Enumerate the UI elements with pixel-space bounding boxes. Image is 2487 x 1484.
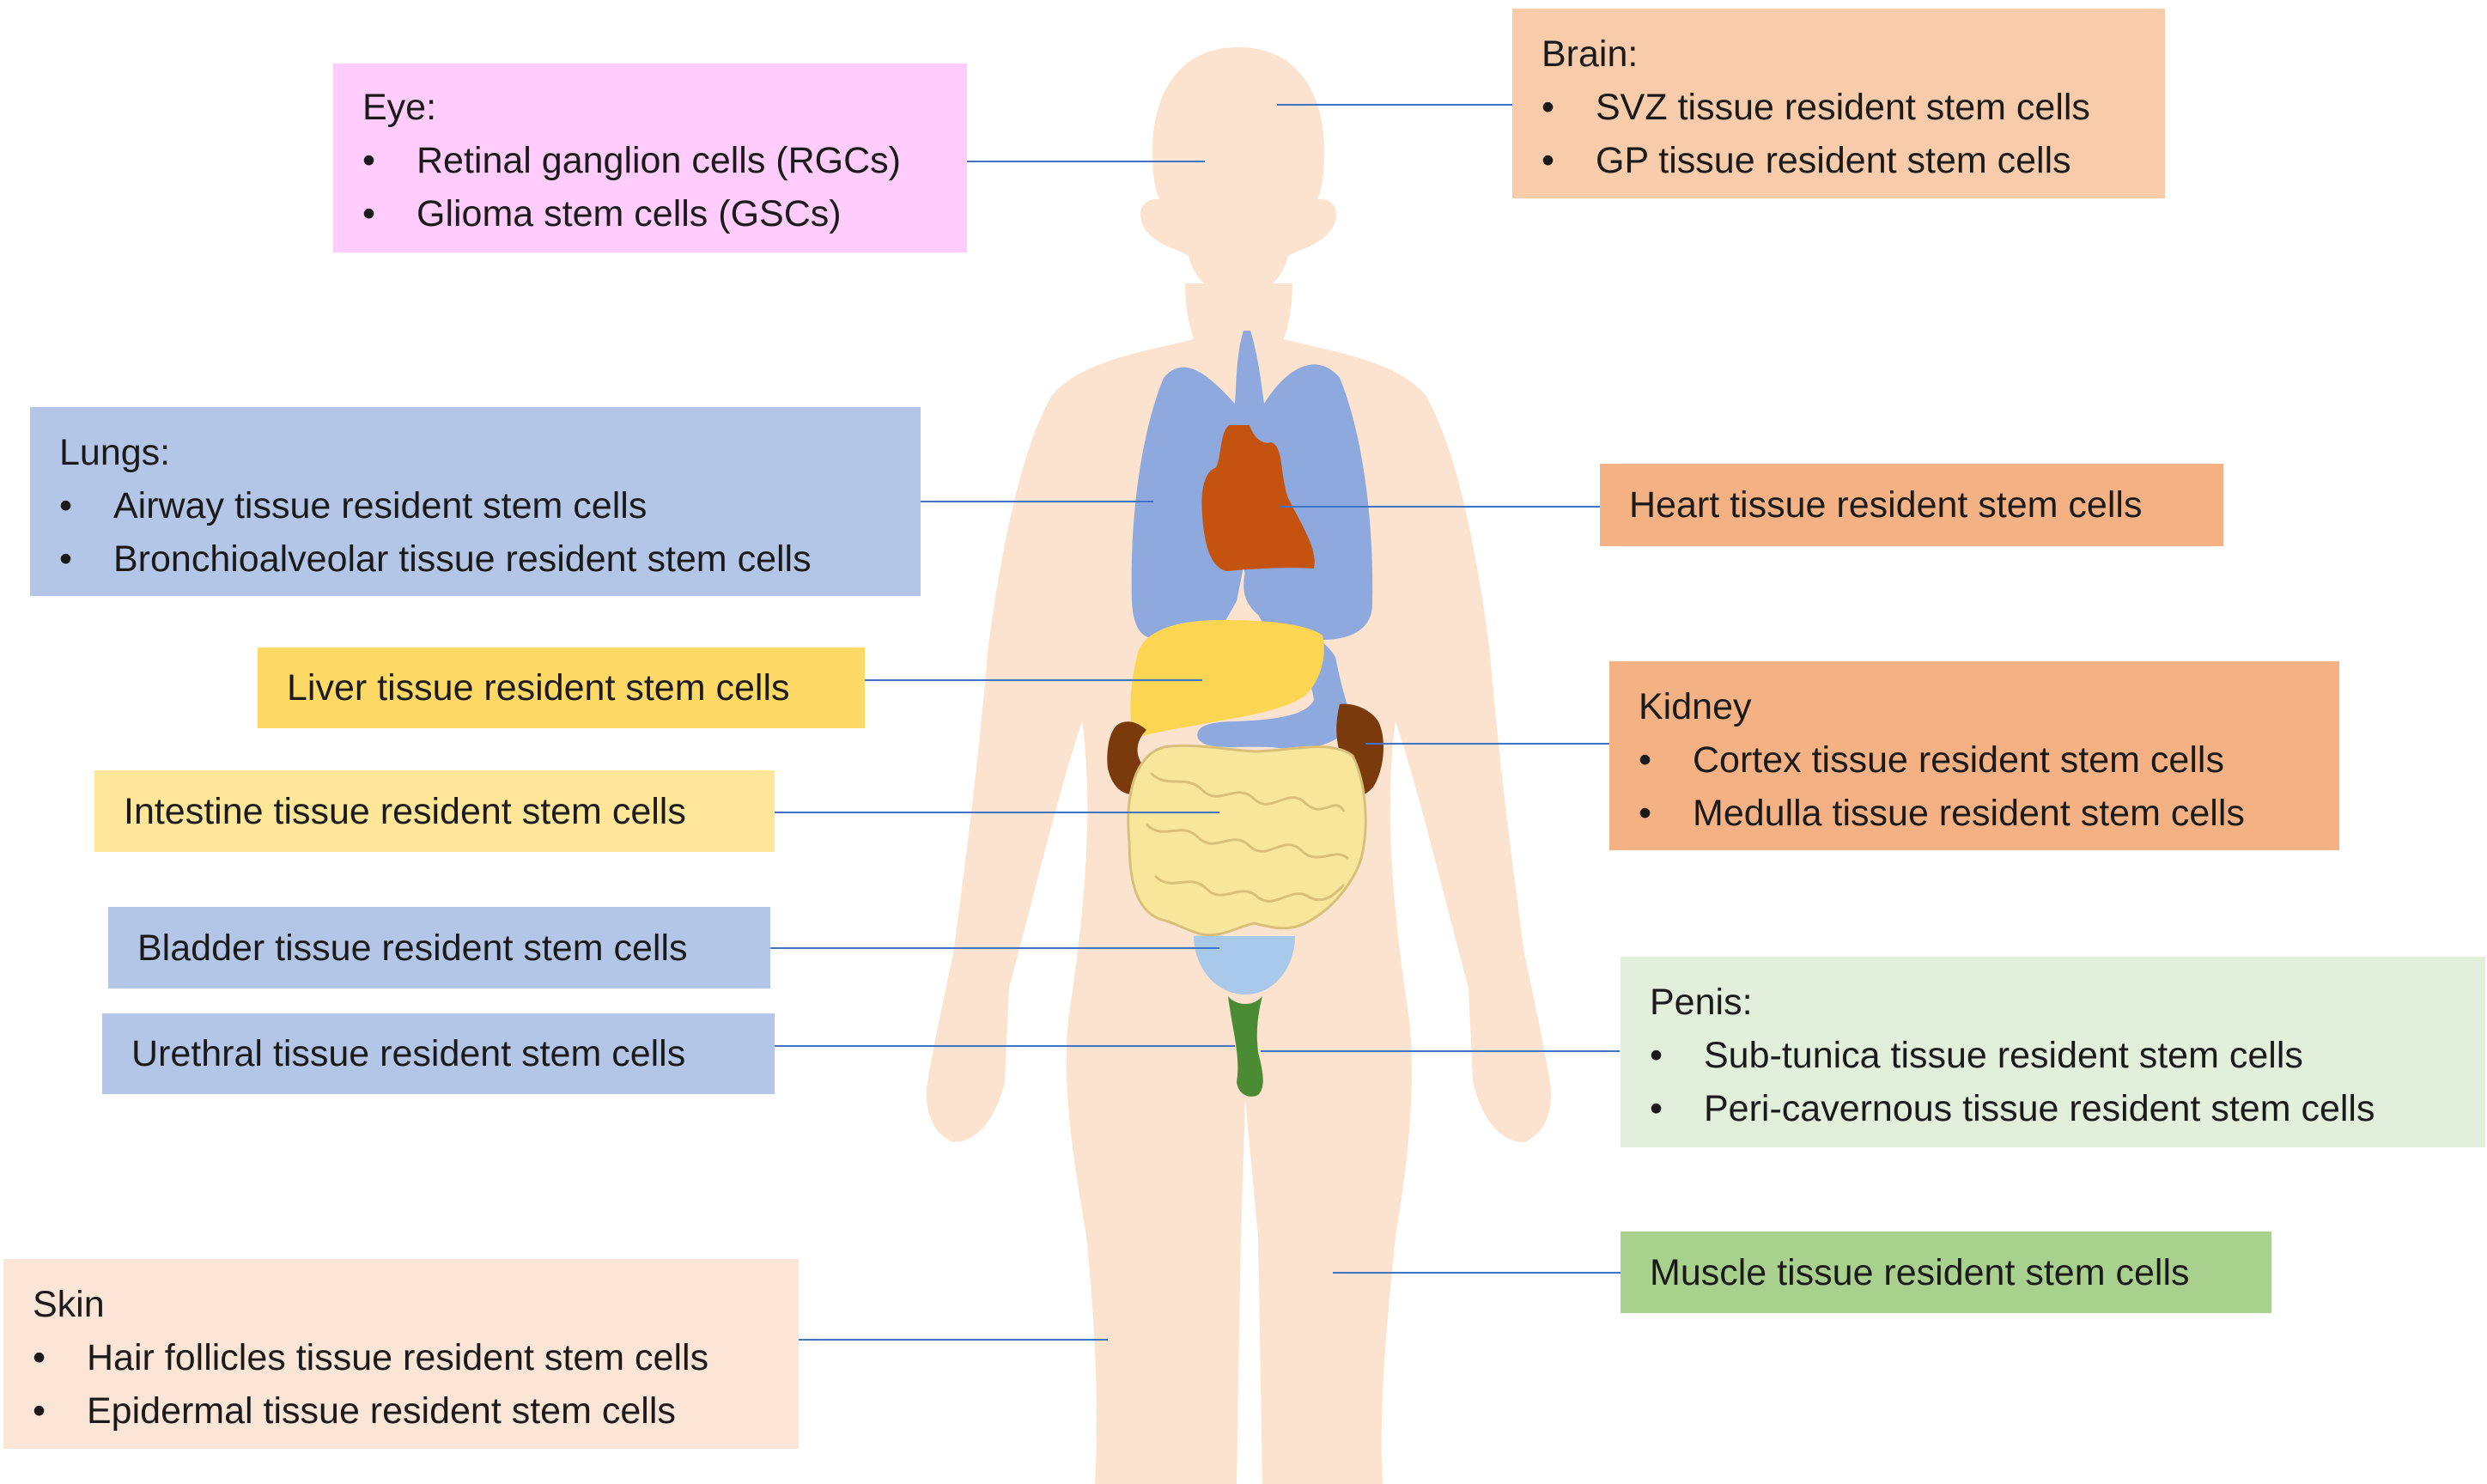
eye-cell-list: Retinal ganglion cells (RGCs) Glioma ste…: [362, 134, 938, 240]
heart-shape: [1201, 425, 1315, 571]
kidney-cell-item: Cortex tissue resident stem cells: [1639, 733, 2310, 787]
liver-shape: [1130, 620, 1324, 739]
brain-label-title: Brain:: [1541, 33, 1639, 75]
lungs-label-box: Lungs: Airway tissue resident stem cells…: [30, 407, 921, 596]
penis-label-title: Penis:: [1650, 982, 1753, 1023]
penis-cell-list: Sub-tunica tissue resident stem cells Pe…: [1650, 1029, 2456, 1135]
penis-label-box: Penis: Sub-tunica tissue resident stem c…: [1621, 957, 2485, 1147]
intestine-shape: [1127, 744, 1367, 937]
eye-label-box: Eye: Retinal ganglion cells (RGCs) Gliom…: [333, 64, 967, 252]
intestine-folds: [1145, 771, 1350, 903]
muscle-label-text: Muscle tissue resident stem cells: [1650, 1251, 2190, 1293]
bladder-shape: [1194, 936, 1295, 994]
penis-cell-item: Peri-cavernous tissue resident stem cell…: [1650, 1082, 2456, 1135]
liver-label-box: Liver tissue resident stem cells: [258, 648, 865, 728]
intestine-label-box: Intestine tissue resident stem cells: [94, 770, 775, 852]
muscle-label-box: Muscle tissue resident stem cells: [1621, 1232, 2271, 1313]
eye-label-title: Eye:: [362, 87, 437, 128]
heart-label-box: Heart tissue resident stem cells: [1600, 464, 2223, 546]
lungs-cell-item: Bronchioalveolar tissue resident stem ce…: [59, 532, 891, 586]
bladder-label-box: Bladder tissue resident stem cells: [108, 907, 770, 988]
brain-cell-item: GP tissue resident stem cells: [1541, 134, 2136, 187]
skin-cell-item: Epidermal tissue resident stem cells: [33, 1384, 769, 1438]
eye-cell-item: Glioma stem cells (GSCs): [362, 187, 938, 240]
penis-cell-item: Sub-tunica tissue resident stem cells: [1650, 1029, 2456, 1082]
kidney-label-title: Kidney: [1639, 686, 1752, 727]
brain-cell-list: SVZ tissue resident stem cells GP tissue…: [1541, 81, 2136, 187]
lungs-cell-list: Airway tissue resident stem cells Bronch…: [59, 479, 891, 586]
liver-label-text: Liver tissue resident stem cells: [287, 667, 790, 709]
bladder-label-text: Bladder tissue resident stem cells: [137, 927, 688, 969]
kidney-cell-item: Medulla tissue resident stem cells: [1639, 787, 2310, 840]
brain-cell-item: SVZ tissue resident stem cells: [1541, 81, 2136, 134]
stomach-shape: [1197, 571, 1353, 749]
kidney-cell-list: Cortex tissue resident stem cells Medull…: [1639, 733, 2310, 840]
skin-cell-list: Hair follicles tissue resident stem cell…: [33, 1331, 769, 1438]
urethral-label-box: Urethral tissue resident stem cells: [102, 1013, 775, 1094]
penis-shape: [1228, 996, 1263, 1097]
connector-lines: [769, 104, 1622, 1341]
eye-cell-item: Retinal ganglion cells (RGCs): [362, 134, 938, 187]
brain-label-box: Brain: SVZ tissue resident stem cells GP…: [1512, 9, 2165, 198]
skin-label-title: Skin: [33, 1284, 105, 1325]
skin-label-box: Skin Hair follicles tissue resident stem…: [3, 1259, 799, 1449]
lungs-label-title: Lungs:: [59, 432, 171, 473]
intestine-label-text: Intestine tissue resident stem cells: [124, 790, 686, 832]
skin-cell-item: Hair follicles tissue resident stem cell…: [33, 1331, 769, 1384]
kidney-label-box: Kidney Cortex tissue resident stem cells…: [1609, 661, 2339, 850]
head-silhouette: [1140, 47, 1337, 299]
lungs-cell-item: Airway tissue resident stem cells: [59, 479, 891, 532]
heart-label-text: Heart tissue resident stem cells: [1629, 484, 2143, 526]
urethral-label-text: Urethral tissue resident stem cells: [131, 1033, 686, 1074]
